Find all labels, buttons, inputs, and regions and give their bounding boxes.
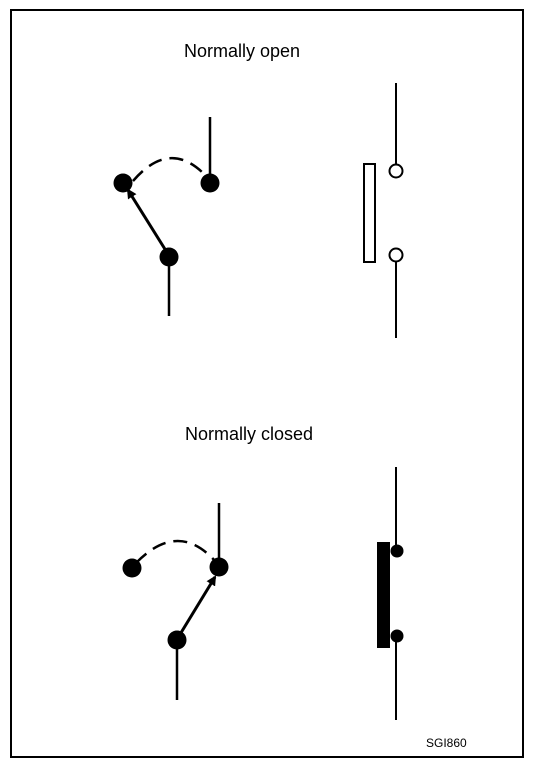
normally-open-label: Normally open <box>184 41 301 61</box>
nc-pivot-contact <box>167 630 187 650</box>
normally-open-pictorial-switch <box>113 117 220 316</box>
nc-fixed-contact <box>209 557 229 577</box>
no-moving-blade-arrow <box>126 188 170 255</box>
outer-border <box>10 9 524 758</box>
no-open-bar <box>363 163 376 263</box>
nc-free-contact <box>122 558 142 578</box>
normally-closed-schematic-symbol <box>377 467 404 720</box>
no-travel-arc <box>132 157 207 182</box>
no-top-terminal <box>388 163 404 179</box>
normally-closed-pictorial-switch <box>122 503 229 700</box>
no-fixed-contact <box>200 173 220 193</box>
figure-code: SGI860 <box>426 736 467 750</box>
no-blade-end-contact <box>113 173 133 193</box>
normally-closed-label: Normally closed <box>185 424 314 444</box>
nc-closed-bar <box>377 542 390 648</box>
nc-top-terminal <box>390 544 404 558</box>
normally-open-schematic-symbol <box>363 83 404 338</box>
nc-moving-blade-arrow <box>177 575 217 637</box>
no-pivot-contact <box>159 247 179 267</box>
nc-bottom-terminal <box>390 629 404 643</box>
nc-travel-arc <box>135 539 216 564</box>
no-bottom-terminal <box>388 247 404 263</box>
